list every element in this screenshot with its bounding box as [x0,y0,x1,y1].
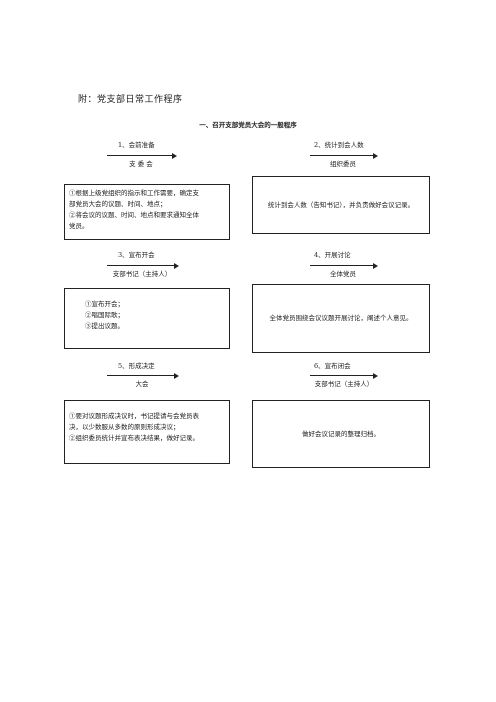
step-2-arrow [310,152,378,159]
step-5-arrow [107,372,179,379]
step-6-line-1: 做好会议记录的整理归档。 [302,429,380,438]
step-5-title: 5、形成决定 [118,362,155,370]
step-6-box: 做好会议记录的整理归档。 [252,400,430,468]
step-3-line-1: ①宣布开会； [85,300,124,308]
step-3-box: ①宣布开会； ②唱国际歌； ③提出议题。 [64,288,230,349]
step-3-line-2: ②唱国际歌； [85,311,124,319]
step-1-line-2: 部党员大会的议题、时间、地点； [69,200,167,208]
step-1-line-3: ②将会议的议题、时间、地点和要求通知全体 [69,211,199,219]
step-1-arrow [107,152,177,159]
step-4-title: 4、开展讨论 [314,251,351,259]
step-1-box: ①根据上级党组织的指示和工作需要，确定支 部党员大会的议题、时间、地点； ②将会… [64,184,230,240]
step-3-title: 3、宣布开会 [118,251,155,259]
step-3-line-3: ③提出议题。 [85,322,124,330]
step-5-line-1: ①要对议题形成决议时，书记提请与会党员表 [69,412,199,420]
page-heading: 附：党支部日常工作程序 [78,95,183,105]
step-6-label: 支部书记（主持人） [314,380,374,388]
step-5-box: ①要对议题形成决议时，书记提请与会党员表 决，以少数服从多数的原则形成决议； ②… [64,400,230,464]
section-subtitle: 一、召开支部党员大会的一般程序 [199,121,297,129]
step-1-line-4: 党员。 [69,222,89,230]
step-4-label: 全体党员 [330,270,356,278]
step-2-box: 统计到会人数（告知书记），并负责做好会议记录。 [252,176,430,234]
step-5-line-2: 决，以少数服从多数的原则形成决议； [69,423,180,431]
step-1-line-1: ①根据上级党组织的指示和工作需要，确定支 [69,189,199,197]
step-1-label: 支 委 会 [129,160,153,168]
step-4-arrow [310,262,378,269]
step-6-arrow [310,372,378,379]
step-4-box: 全体党员围绕会议议题开展讨论，阐述个人意见。 [252,284,430,353]
step-5-line-3: ②组织委员统计并宣布表决结果，做好记录。 [69,434,199,442]
step-1-title: 1、会前准备 [118,141,155,149]
step-2-line-1: 统计到会人数（告知书记），并负责做好会议记录。 [267,200,415,209]
step-2-title: 2、统计到会人数 [314,141,364,149]
step-3-label: 支部书记（主持人） [112,270,172,278]
step-4-line-1: 全体党员围绕会议议题开展讨论，阐述个人意见。 [269,314,413,322]
step-6-title: 6、宣布闭会 [314,362,351,370]
step-3-arrow [107,262,179,269]
step-2-label: 组织委员 [330,160,356,168]
step-5-label: 大会 [135,380,149,388]
